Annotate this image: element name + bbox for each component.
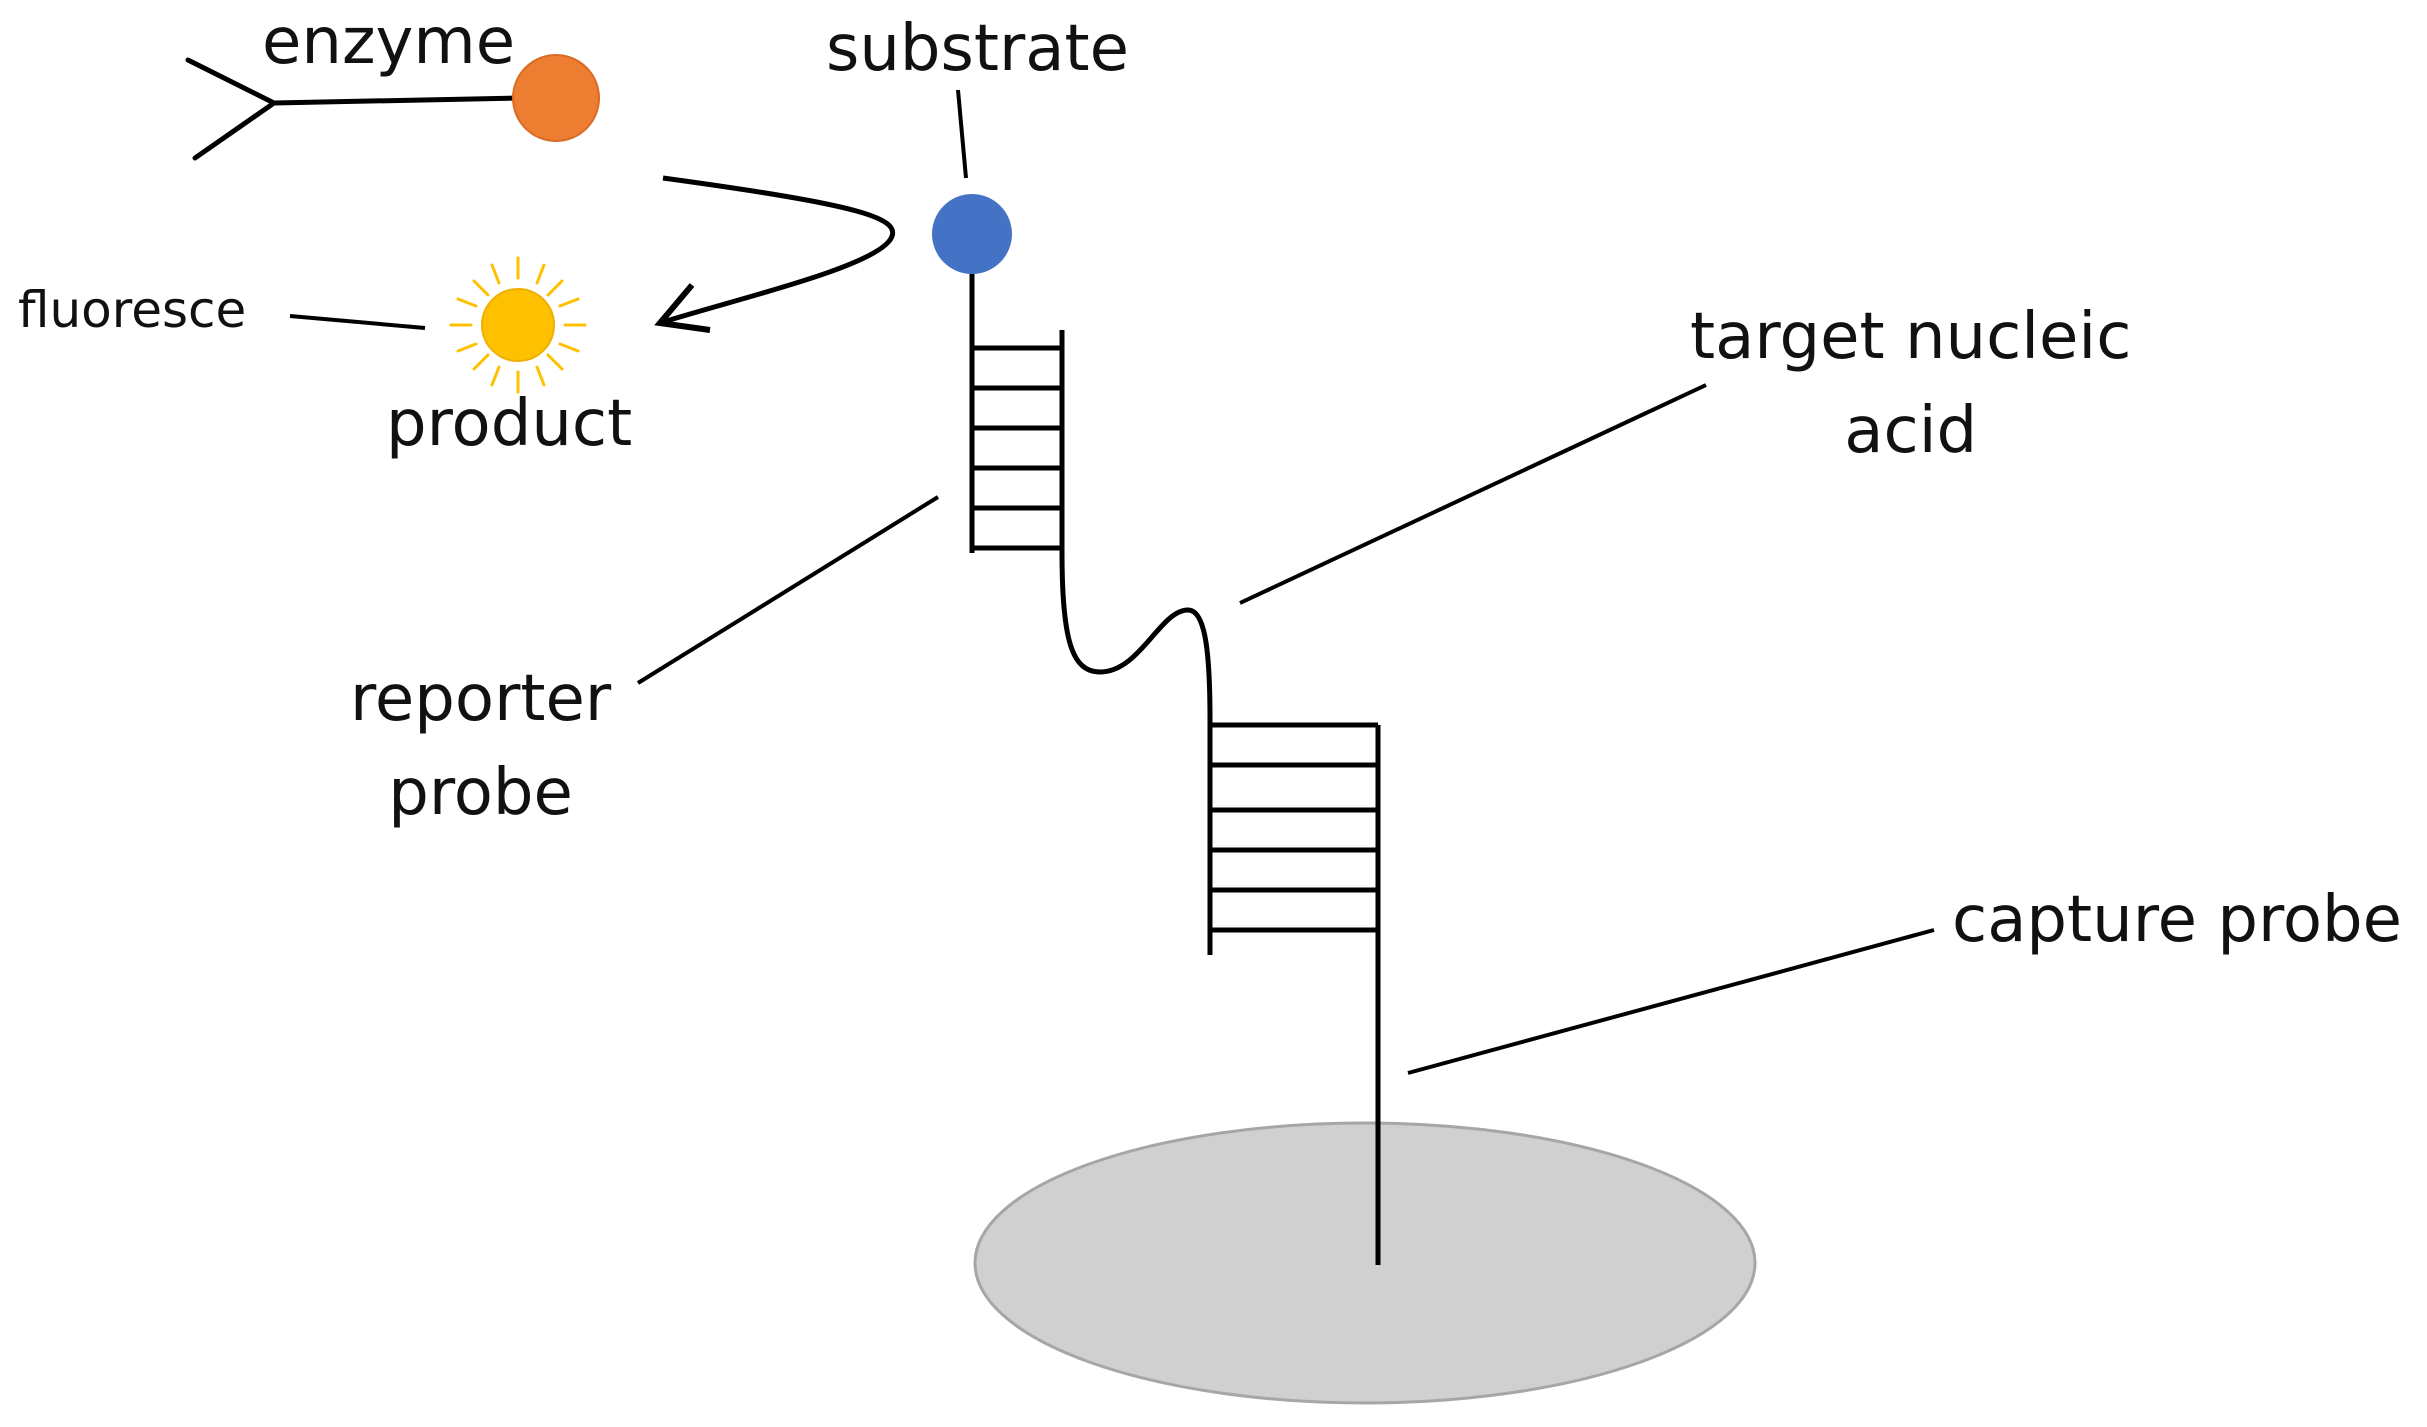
leader-substrate — [956, 89, 968, 179]
label-product: product — [386, 387, 633, 461]
label-reporter-line1: reporter — [350, 662, 612, 736]
label-capture-probe: capture probe — [1952, 883, 2402, 957]
leader-fluoresce — [289, 314, 426, 330]
arrowhead — [654, 283, 711, 333]
label-target-nucleic-acid: target nucleic acid — [1690, 290, 2131, 478]
label-fluoresce: fluoresce — [18, 281, 247, 339]
target-nucleic-acid-strand — [1059, 552, 1213, 955]
leader-lines — [289, 89, 1935, 1075]
leader-capture — [1407, 928, 1935, 1075]
reporter-probe-duplex — [969, 274, 1065, 553]
label-reporter-probe: reporter probe — [350, 652, 611, 840]
sun-icon — [449, 256, 587, 394]
enzyme-dot — [512, 54, 600, 142]
reaction-arrow — [659, 175, 896, 326]
y-shaped-antibody-icon — [185, 57, 523, 161]
substrate-dot — [932, 194, 1012, 274]
leader-target — [1239, 383, 1707, 605]
leader-reporter — [636, 495, 940, 685]
label-reporter-line2: probe — [388, 756, 573, 830]
solid-surface — [973, 1121, 1757, 1405]
label-target-line1: target nucleic — [1690, 300, 2132, 374]
label-substrate: substrate — [826, 12, 1129, 86]
label-target-line2: acid — [1844, 394, 1978, 468]
capture-probe-duplex — [1210, 722, 1381, 1265]
label-enzyme: enzyme — [262, 5, 516, 79]
